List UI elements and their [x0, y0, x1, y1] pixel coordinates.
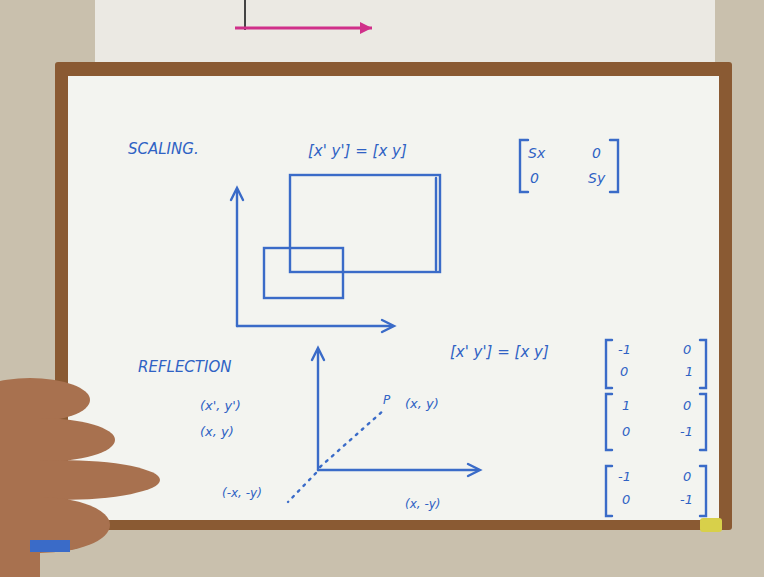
- board-text: Sy: [588, 170, 605, 187]
- board-text: -1: [680, 492, 693, 508]
- board-text: (x', y'): [200, 398, 241, 414]
- board-text: -1: [618, 469, 631, 485]
- hand: [0, 378, 160, 577]
- ink-drawing: [231, 140, 706, 516]
- board-text: 0: [683, 398, 691, 414]
- board-frame: [55, 62, 732, 530]
- board-text: [x' y'] = [x y]: [308, 142, 407, 160]
- board-text: (x, y): [200, 424, 234, 440]
- pink-arrow: [235, 27, 372, 30]
- board-text: SCALING.: [128, 140, 199, 158]
- board-text: (-x, -y): [222, 486, 262, 500]
- board-text: 1: [622, 398, 630, 414]
- board-text: [x' y'] = [x y]: [450, 343, 549, 361]
- board-surface: [68, 76, 719, 520]
- board-text: 0: [620, 364, 628, 380]
- board-text: REFLECTION: [138, 358, 231, 376]
- board-text: Sx: [528, 145, 545, 162]
- board-text: 0: [530, 170, 539, 187]
- board-text: 0: [592, 145, 601, 162]
- board-text: -1: [618, 342, 631, 358]
- board-text: (x, y): [405, 396, 439, 412]
- marker: [30, 540, 70, 552]
- board-text: -1: [680, 424, 693, 440]
- board-text: (x, -y): [405, 497, 441, 511]
- board-text: 0: [683, 342, 691, 358]
- board-text: P: [383, 393, 390, 407]
- marker-cap: [700, 518, 722, 532]
- paper-sheet: [95, 0, 715, 66]
- board-text: 0: [622, 424, 630, 440]
- board-text: 0: [683, 469, 691, 485]
- board-text: 0: [622, 492, 630, 508]
- board-text: 1: [685, 364, 693, 380]
